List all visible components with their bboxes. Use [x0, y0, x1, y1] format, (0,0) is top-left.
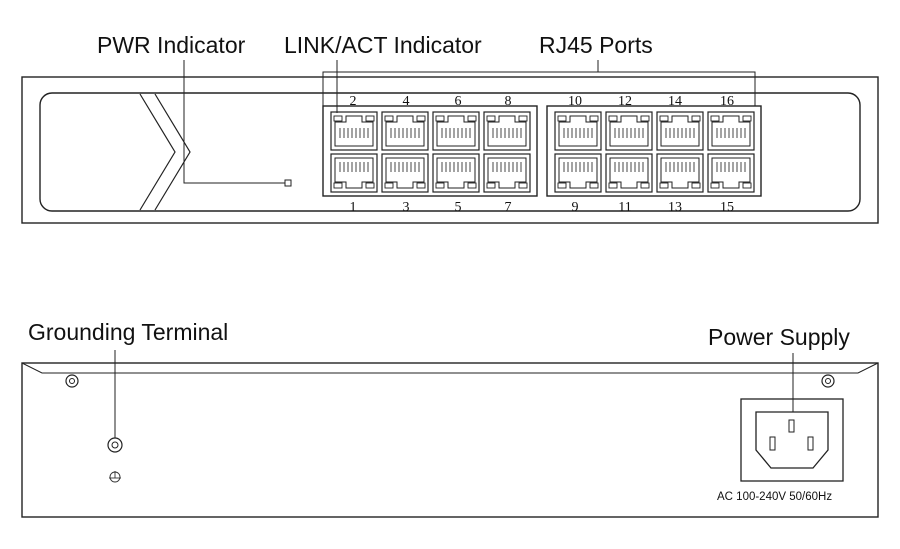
- rj45-port: [330, 111, 378, 151]
- grounding-terminal-label: Grounding Terminal: [28, 319, 228, 345]
- rj45-port: [656, 153, 704, 193]
- rj45-port: [483, 153, 531, 193]
- port-number-label: 3: [403, 200, 410, 215]
- mounting-screw-left-icon: [65, 374, 79, 388]
- rj45-bracket-line: [322, 71, 756, 106]
- pwr-leader-line: [183, 60, 285, 184]
- port-number-label: 11: [618, 200, 631, 215]
- power-supply-label: Power Supply: [708, 324, 850, 350]
- rj45-port: [432, 111, 480, 151]
- rj45-port: [554, 111, 602, 151]
- port-number-label: 7: [505, 200, 512, 215]
- port-number-label: 5: [455, 200, 462, 215]
- rj45-port: [605, 111, 653, 151]
- rj45-port: [483, 111, 531, 151]
- port-number-label: 2: [350, 94, 357, 109]
- port-number-label: 15: [720, 200, 734, 215]
- rj45-port: [605, 153, 653, 193]
- port-number-label: 1: [350, 200, 357, 215]
- port-number-label: 14: [668, 94, 682, 109]
- pwr-indicator-label: PWR Indicator: [97, 32, 246, 58]
- power-inlet: [740, 398, 844, 482]
- port-number-label: 9: [572, 200, 579, 215]
- rj45-port: [707, 153, 755, 193]
- port-number-label: 6: [455, 94, 462, 109]
- rj45-port: [707, 111, 755, 151]
- grounding-terminal-icon: [107, 437, 123, 453]
- rj45-port: [554, 153, 602, 193]
- rj45-port: [432, 153, 480, 193]
- link-act-indicator-label: LINK/ACT Indicator: [284, 32, 482, 58]
- port-number-label: 8: [505, 94, 512, 109]
- ground-symbol-icon: [109, 471, 121, 483]
- port-numbers: 2 4 6 8 10 12 14 16 1 3 5 7 9 11 13 15: [350, 94, 735, 215]
- rj45-ports: [330, 111, 755, 193]
- port-number-label: 10: [568, 94, 582, 109]
- port-number-label: 13: [668, 200, 682, 215]
- rear-panel: AC 100-240V 50/60Hz: [21, 362, 879, 518]
- mounting-screw-right-icon: [821, 374, 835, 388]
- rj45-ports-label: RJ45 Ports: [539, 32, 653, 58]
- front-panel: 2 4 6 8 10 12 14 16 1 3 5 7 9 11 13 15: [21, 76, 879, 224]
- port-number-label: 16: [720, 94, 734, 109]
- rj45-port: [330, 153, 378, 193]
- power-rating-label: AC 100-240V 50/60Hz: [717, 491, 832, 503]
- chevron-logo-icon: [139, 93, 191, 211]
- rj45-port: [381, 111, 429, 151]
- port-number-label: 12: [618, 94, 632, 109]
- port-number-label: 4: [403, 94, 410, 109]
- pwr-indicator-led: [284, 179, 292, 187]
- rj45-port: [656, 111, 704, 151]
- rj45-port: [381, 153, 429, 193]
